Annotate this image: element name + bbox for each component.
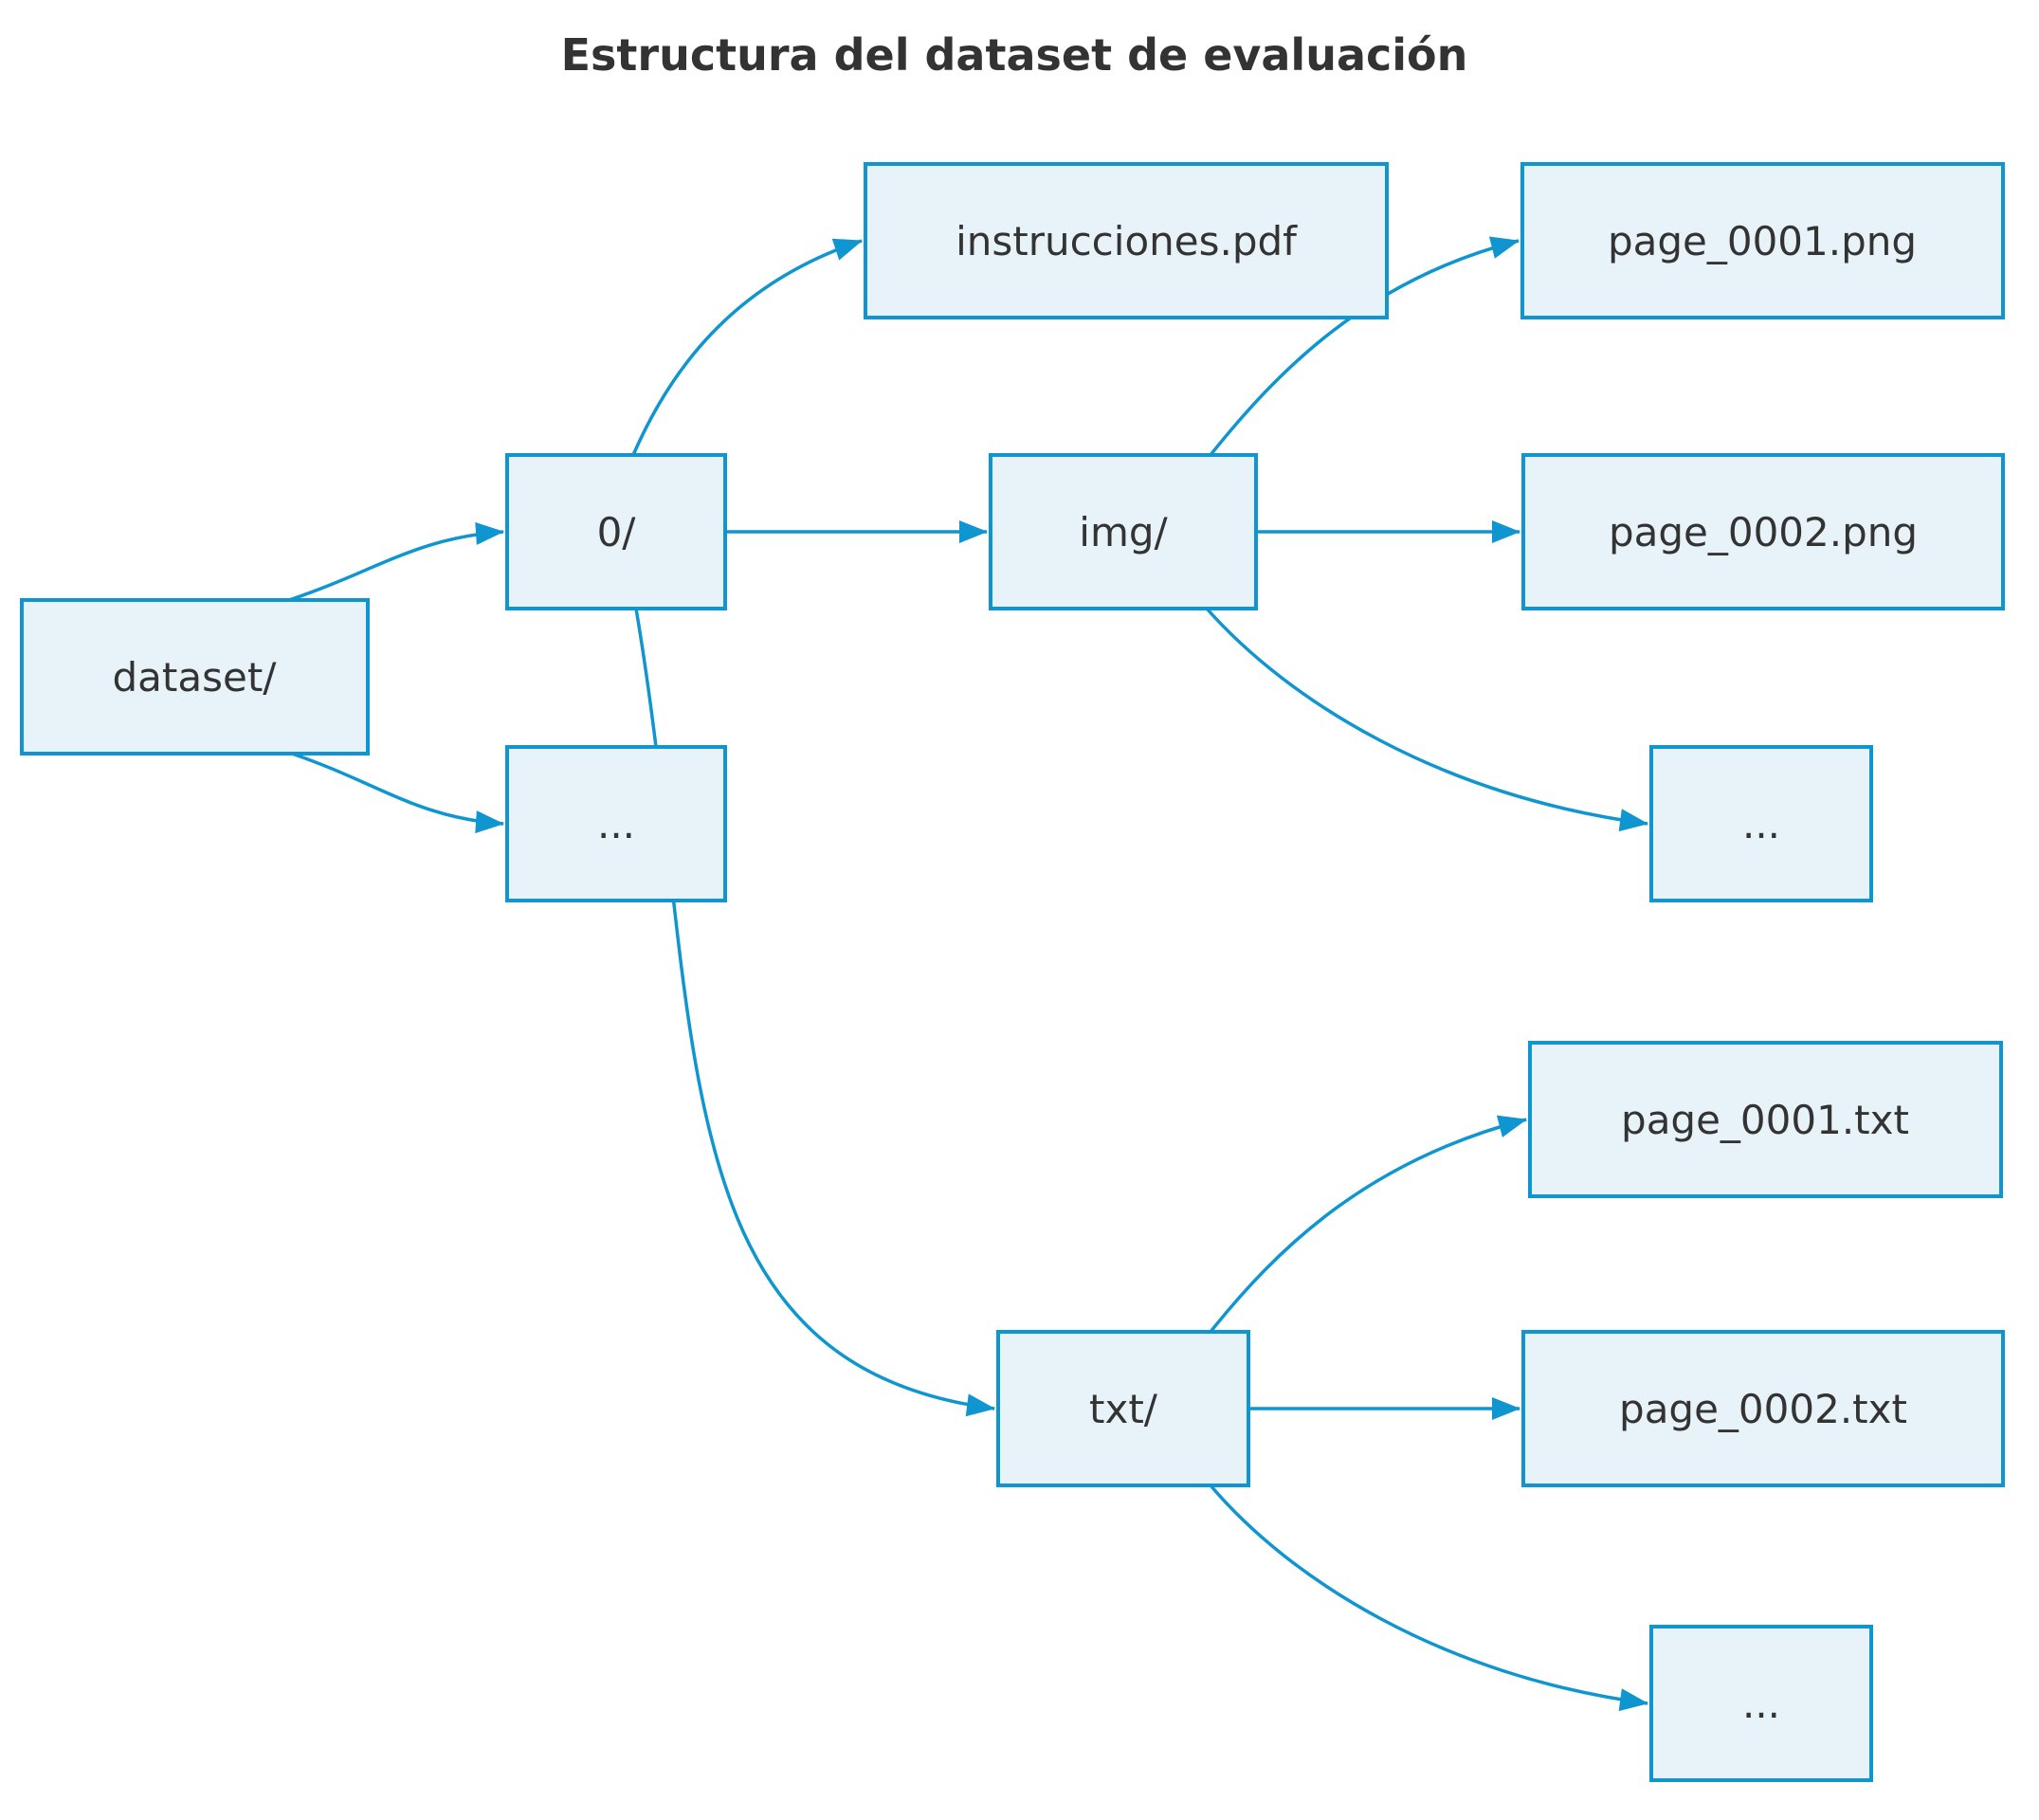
node-png1-box (1520, 162, 2005, 319)
node-png2-label: page_0002.png (1609, 509, 1918, 555)
node-txt1-box (1528, 1041, 2003, 1198)
edge-txt-to-txt1 (1209, 1115, 1527, 1334)
node-txt2-label: page_0002.txt (1619, 1386, 1907, 1432)
edge-folder0-to-instrucciones (631, 238, 863, 456)
node-img-box (989, 453, 1258, 610)
node-folder0: 0/ (505, 453, 727, 610)
edge-dataset-to-folder0 (288, 521, 504, 602)
node-dataset-box (20, 598, 370, 755)
node-txt2: page_0002.txt (1521, 1330, 2005, 1487)
node-img-label: img/ (1079, 509, 1168, 555)
node-more-folders-box (505, 745, 727, 902)
node-dataset-label: dataset/ (113, 654, 278, 701)
edge-img-to-png1 (1209, 236, 1520, 457)
node-instrucciones: instrucciones.pdf (864, 162, 1389, 319)
node-img: img/ (989, 453, 1258, 610)
node-more-folders: ... (505, 745, 727, 902)
node-folder0-label: 0/ (597, 509, 637, 555)
edge-img-to-more-pngs (1205, 607, 1648, 832)
edge-folder0-to-txt (634, 608, 995, 1417)
node-txt-label: txt/ (1089, 1386, 1158, 1432)
node-more-txts: ... (1649, 1625, 1873, 1782)
node-instrucciones-box (864, 162, 1389, 319)
node-png1-label: page_0001.png (1608, 218, 1917, 264)
node-more-pngs: ... (1649, 745, 1873, 902)
node-txt1-label: page_0001.txt (1621, 1097, 1909, 1143)
node-png2: page_0002.png (1521, 453, 2005, 610)
node-txt: txt/ (996, 1330, 1250, 1487)
node-more-pngs-label: ... (1742, 801, 1780, 847)
node-txt-box (996, 1330, 1250, 1487)
node-png1: page_0001.png (1520, 162, 2005, 319)
node-more-folders-label: ... (597, 801, 635, 847)
edge-dataset-to-more-folders (288, 751, 504, 834)
node-more-pngs-box (1649, 745, 1873, 902)
nodes-layer: dataset/ 0/ ... instrucciones.pdf img/ p (20, 162, 2005, 1782)
node-more-txts-box (1649, 1625, 1873, 1782)
node-txt2-box (1521, 1330, 2005, 1487)
node-more-txts-label: ... (1742, 1681, 1780, 1727)
edges-layer (288, 236, 1648, 1712)
node-dataset: dataset/ (20, 598, 370, 755)
node-txt1: page_0001.txt (1528, 1041, 2003, 1198)
edge-txt-to-more-txts (1209, 1483, 1648, 1712)
diagram-title: Estructura del dataset de evaluación (561, 29, 1468, 81)
node-instrucciones-label: instrucciones.pdf (956, 218, 1298, 264)
node-png2-box (1521, 453, 2005, 610)
node-folder0-box (505, 453, 727, 610)
